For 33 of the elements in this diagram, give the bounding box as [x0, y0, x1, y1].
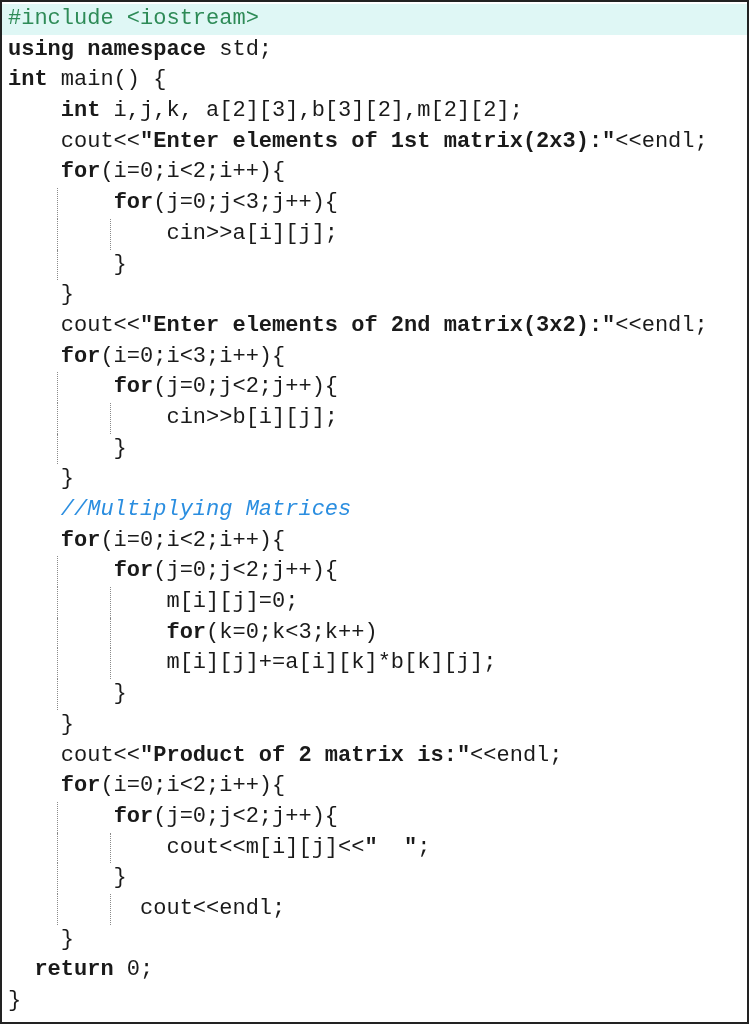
code-line: return 0; — [33, 957, 154, 983]
code-line: cin>>a[i][j]; — [165, 220, 339, 246]
code-line: //Multiplying Matrices — [59, 497, 352, 522]
code-line: cout<<"Enter elements of 2nd matrix(3x2):"<<endl; — [59, 312, 708, 338]
code-line: cout<<endl; — [139, 895, 286, 921]
code-line: for(i=0;i<2;i++){ — [59, 159, 286, 185]
code-line: int i,j,k, a[2][3],b[3][2],m[2][2]; — [59, 98, 523, 124]
code-line: for(j=0;j<3;j++){ — [112, 190, 339, 216]
code-line: using namespace std; — [8, 36, 273, 62]
code-line: } — [59, 926, 74, 952]
code-line: for(j=0;j<2;j++){ — [112, 558, 339, 584]
code-line: for(k=0;k<3;k++) — [165, 619, 378, 645]
code-line: cout<<m[i][j]<<" "; — [165, 834, 431, 860]
code-line: cout<<"Product of 2 matrix is:"<<endl; — [59, 742, 563, 768]
code-line: } — [112, 865, 127, 891]
code-line: for(i=0;i<2;i++){ — [59, 773, 286, 799]
code-line: } — [59, 282, 74, 308]
code-line: } — [112, 681, 127, 707]
code-line: } — [112, 251, 127, 277]
code-line: } — [59, 466, 74, 492]
code-line: cin>>b[i][j]; — [165, 404, 339, 430]
code-line: m[i][j]+=a[i][k]*b[k][j]; — [165, 650, 497, 676]
code-line: for(j=0;j<2;j++){ — [112, 803, 339, 829]
code-line: #include <iostream> — [8, 6, 259, 31]
code-line: } — [59, 711, 74, 737]
code-line: for(i=0;i<2;i++){ — [59, 527, 286, 553]
code-line: m[i][j]=0; — [165, 589, 299, 615]
code-line: for(i=0;i<3;i++){ — [59, 343, 286, 369]
code-line: } — [112, 435, 127, 461]
code-line: for(j=0;j<2;j++){ — [112, 374, 339, 400]
code-line: cout<<"Enter elements of 1st matrix(2x3):"<<endl; — [59, 128, 708, 154]
code-line: } — [8, 988, 22, 1013]
code-line: int main() { — [8, 67, 167, 93]
